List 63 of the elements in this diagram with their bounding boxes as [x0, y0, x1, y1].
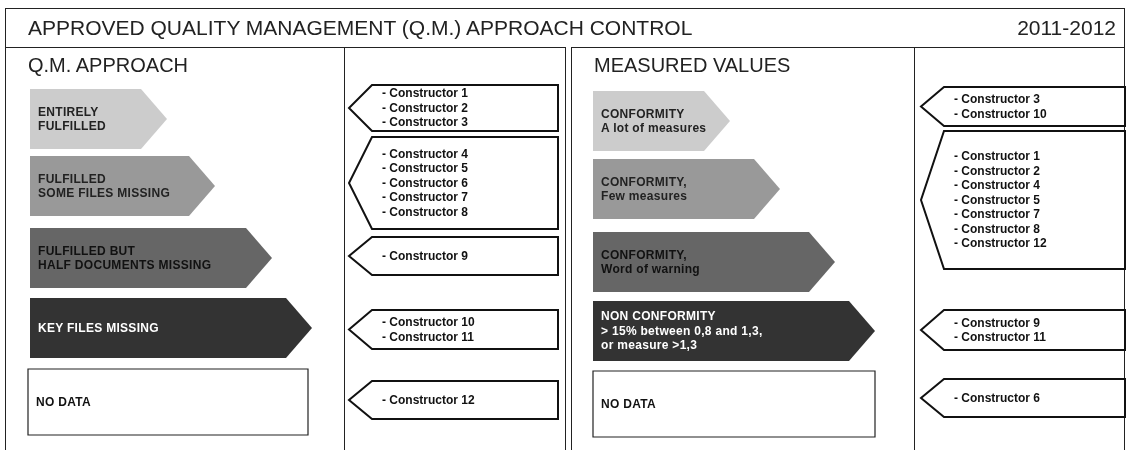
pointer-callout [920, 86, 1126, 127]
category-text: NON CONFORMITY [601, 309, 717, 324]
category-text: NO DATA [36, 394, 91, 410]
pointer-callout [348, 236, 559, 276]
year-label: 2011-2012 [1017, 16, 1116, 40]
constructor-item: - Constructor 8 [954, 221, 1041, 237]
pointer-callout [920, 378, 1126, 418]
pointer-callout [348, 380, 559, 420]
constructor-item: - Constructor 7 [382, 190, 468, 205]
pointer-callout [920, 130, 1126, 270]
constructor-item: - Constructor 5 [954, 192, 1041, 208]
constructor-item: - Constructor 8 [382, 204, 468, 220]
constructor-item: - Constructor 6 [954, 390, 1040, 406]
constructor-item: - Constructor 12 [382, 392, 475, 408]
category-text: Few measures [601, 189, 688, 204]
category-text: FULFILLED BUT HALF DOCUMENTS MISSING [38, 243, 212, 273]
category-text: CONFORMITY [601, 106, 686, 121]
constructor-item: - Constructor 10 [382, 315, 475, 330]
constructor-item: - Constructor 10 [954, 106, 1047, 121]
category-tag [30, 228, 272, 288]
category-tag [593, 159, 780, 219]
panel [5, 47, 566, 450]
category-tag [593, 91, 730, 151]
category-box [593, 371, 875, 437]
category-tag [30, 298, 312, 358]
constructor-item: - Constructor 9 [954, 315, 1041, 330]
constructor-item: - Constructor 7 [954, 207, 1041, 222]
constructor-item: - Constructor 4 [382, 146, 468, 162]
category-text: ENTIRELY FULFILLED [38, 104, 107, 134]
pointer-callout [348, 309, 559, 350]
category-tag [30, 89, 167, 149]
constructor-item: - Constructor 6 [382, 175, 468, 191]
category-tag [30, 156, 215, 216]
panel-heading: Q.M. APPROACH [28, 54, 189, 77]
constructor-item: - Constructor 12 [954, 236, 1047, 251]
category-tag [593, 232, 835, 292]
constructor-item: - Constructor 3 [382, 115, 468, 130]
constructor-item: - Constructor 2 [382, 100, 468, 116]
panel [571, 47, 1125, 450]
category-text: FULFILLED SOME FILES MISSING [38, 171, 171, 201]
panel-heading: MEASURED VALUES [594, 54, 791, 77]
constructor-item: - Constructor 11 [954, 330, 1046, 345]
category-text: A lot of measures [601, 121, 707, 136]
constructor-item: - Constructor 3 [954, 92, 1041, 107]
title: APPROVED QUALITY MANAGEMENT (Q.M.) APPROACH CONTROL [28, 16, 693, 40]
category-text: Word of warning [601, 262, 700, 277]
category-text: KEY FILES MISSING [38, 320, 159, 336]
category-text: CONFORMITY, [601, 247, 688, 262]
constructor-item: - Constructor 9 [382, 248, 468, 264]
constructor-item: - Constructor 2 [954, 163, 1041, 179]
pointer-callout [348, 136, 559, 230]
category-text: NO DATA [601, 396, 656, 412]
constructor-item: - Constructor 4 [954, 178, 1041, 193]
category-tag [593, 301, 875, 361]
constructor-item: - Constructor 11 [382, 329, 475, 344]
category-text: > 15% between 0,8 and 1,3, or measure >1,3 [601, 323, 763, 353]
pointer-callout [920, 309, 1126, 351]
pointer-callout [348, 84, 559, 132]
category-box [28, 369, 308, 435]
category-text: CONFORMITY, [601, 174, 688, 189]
constructor-item: - Constructor 1 [954, 149, 1041, 164]
constructor-item: - Constructor 5 [382, 161, 468, 176]
constructor-item: - Constructor 1 [382, 86, 468, 101]
